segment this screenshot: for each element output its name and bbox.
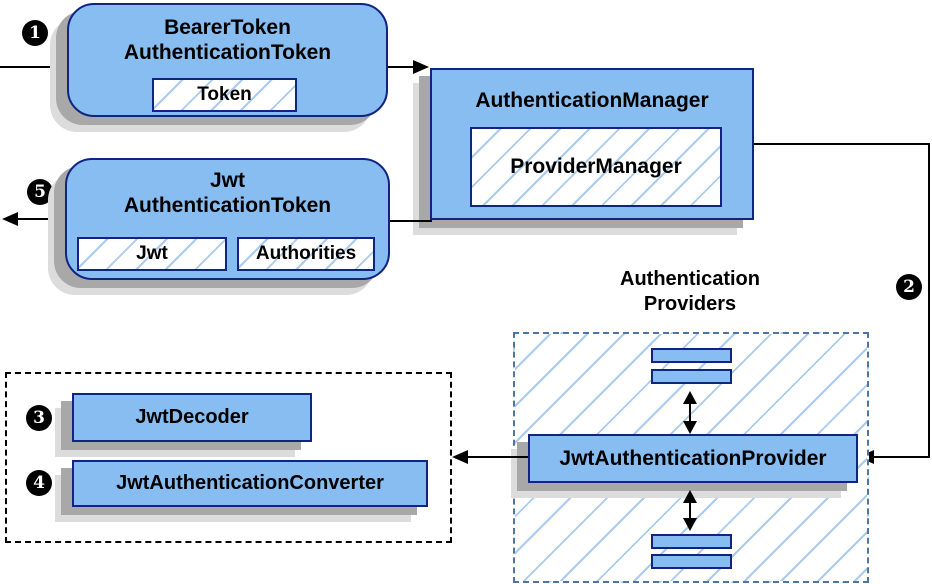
- provider-stack-bar: [651, 369, 732, 384]
- double-arrow-down-icon: [683, 518, 697, 531]
- provider-manager-chip: ProviderManager: [470, 127, 722, 207]
- authorities-chip: Authorities: [237, 237, 375, 271]
- double-arrow-up-icon: [683, 490, 697, 503]
- authentication-manager-title: AuthenticationManager: [475, 89, 709, 112]
- jwt-authentication-converter-box: JwtAuthenticationConverter: [72, 460, 428, 507]
- step-4-badge: 4: [26, 470, 52, 496]
- step-2-line-top: [754, 143, 930, 145]
- jwt-decoder-box: JwtDecoder: [72, 393, 312, 442]
- incoming-request-line: [0, 66, 68, 68]
- step-2-line-bottom: [872, 456, 930, 458]
- resolvers-group: [5, 372, 452, 543]
- provider-stack-bar: [651, 534, 732, 549]
- step-2-badge: 2: [896, 274, 922, 300]
- double-arrow-up-icon: [683, 391, 697, 404]
- provider-stack-bar: [651, 348, 732, 363]
- jwt-authentication-provider-box: JwtAuthenticationProvider: [528, 434, 858, 483]
- arrowhead-right-icon: [413, 60, 429, 74]
- double-arrow-down-icon: [683, 421, 697, 434]
- jwt-authentication-token-box: Jwt AuthenticationToken Jwt Authorities: [65, 158, 390, 280]
- arrowhead-left-icon: [2, 212, 18, 226]
- step-3-badge: 3: [26, 405, 52, 431]
- bearer-token-authentication-token-box: BearerToken AuthenticationToken Token: [67, 3, 388, 117]
- arrowhead-left-icon: [452, 450, 468, 464]
- jwt-chip: Jwt: [77, 237, 227, 271]
- provider-stack-bar: [651, 554, 732, 569]
- authentication-manager-box: AuthenticationManager ProviderManager: [430, 68, 754, 220]
- double-arrow-line: [689, 501, 691, 520]
- token-chip: Token: [152, 78, 297, 112]
- step-1-badge: 1: [22, 20, 48, 46]
- double-arrow-line: [689, 402, 691, 423]
- authentication-providers-label: Authentication Providers: [620, 268, 760, 315]
- outgoing-result-line: [16, 218, 66, 220]
- jwt-authentication-token-title: Jwt AuthenticationToken: [123, 169, 332, 217]
- bearer-token-title: BearerToken AuthenticationToken: [123, 16, 332, 64]
- step-2-line-vertical: [928, 143, 930, 458]
- provider-to-resolvers-line: [464, 456, 528, 458]
- manager-to-jwt-token-line: [388, 220, 432, 222]
- step-5-badge: 5: [27, 179, 53, 205]
- bearer-to-manager-line: [388, 66, 416, 68]
